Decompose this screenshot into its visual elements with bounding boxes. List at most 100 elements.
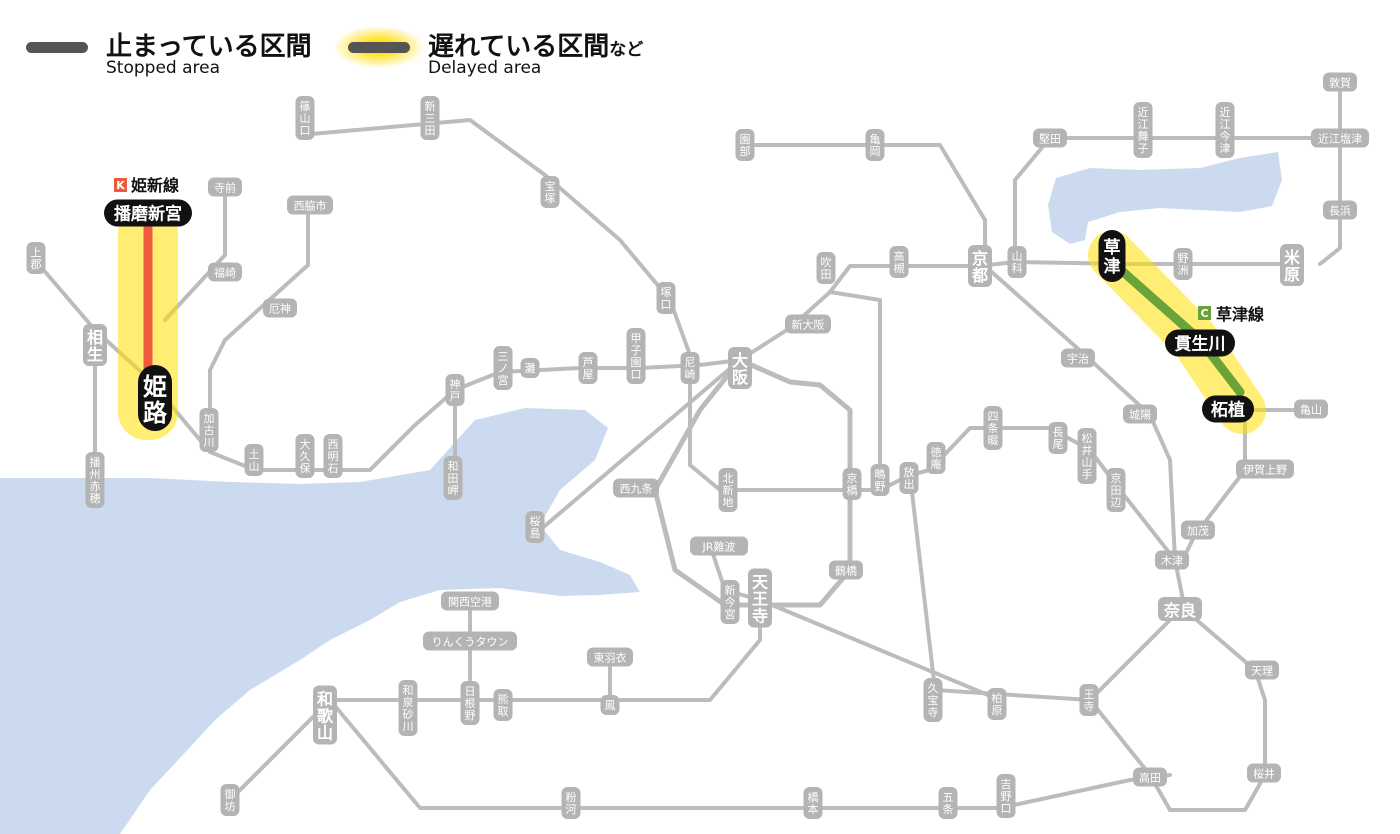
stopped-swatch xyxy=(26,42,88,53)
station-label: 五条 xyxy=(943,791,954,816)
station-label: 西九条 xyxy=(620,482,653,496)
station-label: 長浜 xyxy=(1329,205,1351,218)
station-yamashina: 山科 xyxy=(1007,246,1027,278)
station-tsuruga: 敦賀 xyxy=(1323,72,1357,92)
osaka-loop-line xyxy=(652,357,853,608)
station-hashimoto: 橋本 xyxy=(803,787,823,819)
station-label: 放出 xyxy=(904,465,915,491)
station-takatsuki: 高槻 xyxy=(889,246,909,278)
station-sakurajima: 桜島 xyxy=(525,511,545,543)
station-label: 野洲 xyxy=(1178,252,1189,277)
station-nishiakashi: 西明石 xyxy=(323,434,343,478)
station-label: 新大阪 xyxy=(792,318,825,332)
station-label: 宝塚 xyxy=(545,179,556,205)
station-jyoyo: 城陽 xyxy=(1123,404,1157,424)
station-tsukaguchi: 塚口 xyxy=(656,282,676,314)
station-suita: 吹田 xyxy=(816,252,836,284)
station-matsuiyamate: 松井山手 xyxy=(1077,428,1097,484)
station-label: 三ノ宮 xyxy=(498,350,509,387)
station-tsuruhashi: 鶴橋 xyxy=(829,560,863,580)
station-sasayamaguchi: 篠山口 xyxy=(295,96,315,140)
station-label: 和泉砂川 xyxy=(403,684,414,733)
station-label: 尼崎 xyxy=(685,356,696,381)
station-label: 芦屋 xyxy=(583,356,594,381)
station-himeji-highlight: 姫路 xyxy=(138,365,172,431)
station-shinsanda: 新三田 xyxy=(420,96,440,140)
station-ashiya: 芦屋 xyxy=(578,352,598,384)
station-shigino: 鴫野 xyxy=(870,464,890,496)
station-shijonawate: 四条畷 xyxy=(983,406,1003,450)
kusatsu-line-name: 草津線 xyxy=(1216,305,1264,324)
delayed-swatch xyxy=(348,42,410,53)
station-label: 吹田 xyxy=(821,256,832,281)
station-takada: 高田 xyxy=(1133,767,1167,787)
station-label: 相生 xyxy=(87,328,103,364)
station-kibukawa-highlight: 貫生川 xyxy=(1165,329,1235,357)
station-label: 亀山 xyxy=(1300,403,1322,417)
station-sakurai: 桜井 xyxy=(1247,763,1281,783)
station-tsuchiyama: 土山 xyxy=(244,444,264,476)
station-omimaiko: 近江舞子 xyxy=(1133,102,1153,158)
station-nara: 奈良 xyxy=(1158,597,1202,621)
station-label: りんくうタウン xyxy=(432,636,509,649)
station-label: 王寺 xyxy=(1084,688,1095,713)
station-label: JR難波 xyxy=(702,541,736,554)
station-label: 伊賀上野 xyxy=(1243,464,1287,477)
station-fukusaki: 福崎 xyxy=(208,262,242,282)
station-okubo: 大久保 xyxy=(295,434,315,478)
legend-delayed-en: Delayed area xyxy=(428,58,542,78)
station-label: 厄神 xyxy=(269,302,291,316)
station-label: 篠山口 xyxy=(300,99,311,137)
station-takarazuka: 宝塚 xyxy=(540,176,560,208)
station-igaueno: 伊賀上野 xyxy=(1236,459,1294,479)
station-label: 敦賀 xyxy=(1329,76,1351,90)
station-banshuako: 播州赤穂 xyxy=(85,452,105,508)
station-kyuhoji: 久宝寺 xyxy=(923,678,943,722)
station-label: 上郡 xyxy=(31,246,42,271)
station-kakogawa: 加古川 xyxy=(199,408,219,452)
kusatsu-code-badge xyxy=(1198,306,1211,320)
station-sonobe: 園部 xyxy=(735,129,755,161)
station-izumisano: 和泉砂川 xyxy=(398,680,418,736)
station-kyobashi: 京橋 xyxy=(842,468,862,500)
station-label: 関西空港 xyxy=(448,595,492,609)
station-kamigori: 上郡 xyxy=(26,242,46,274)
station-label: 東羽衣 xyxy=(594,651,627,665)
station-kyotanabe: 京田辺 xyxy=(1106,468,1126,512)
station-label: 高田 xyxy=(1139,771,1161,785)
station-label: 和歌山 xyxy=(317,690,334,743)
station-wadamisaki: 和田岬 xyxy=(443,456,463,500)
station-label: 土山 xyxy=(249,448,260,473)
station-katata: 堅田 xyxy=(1033,128,1067,148)
station-label: 木津 xyxy=(1161,555,1183,568)
station-label: 桜島 xyxy=(530,514,541,540)
station-label: 高槻 xyxy=(894,249,905,275)
station-label: 神戸 xyxy=(450,377,461,403)
station-osaka: 大阪 xyxy=(728,347,752,389)
station-hineno: 日根野 xyxy=(460,681,480,725)
station-maibara: 米原 xyxy=(1280,244,1304,286)
station-koshienguchi: 甲子園口 xyxy=(626,328,646,384)
station-gojo: 五条 xyxy=(938,787,958,819)
station-label: 新三田 xyxy=(425,99,436,137)
station-kusatsu-highlight: 草津 xyxy=(1098,230,1126,282)
station-shinosaka: 新大阪 xyxy=(785,314,831,334)
station-label: 塚口 xyxy=(661,286,672,311)
kishin-line-name: 姫新線 xyxy=(131,176,179,195)
station-jrnamba: JR難波 xyxy=(690,536,748,556)
station-tenri: 天理 xyxy=(1245,660,1279,680)
kishin-code: K xyxy=(116,179,125,192)
station-label: 橋本 xyxy=(808,790,819,816)
station-sannomiya: 三ノ宮 xyxy=(493,346,513,390)
station-omiimazu: 近江今津 xyxy=(1215,102,1235,158)
station-label: 堅田 xyxy=(1039,133,1061,146)
station-kamo: 加茂 xyxy=(1181,520,1215,540)
station-kameyama: 亀山 xyxy=(1294,399,1328,419)
station-higashihagoromo: 東羽衣 xyxy=(587,647,633,667)
station-kashiwara: 柏原 xyxy=(987,688,1007,720)
station-label: 近江今津 xyxy=(1220,106,1231,155)
station-label: 新今宮 xyxy=(725,583,736,621)
station-otori: 鳳 xyxy=(600,695,620,715)
station-label: 吉野口 xyxy=(1001,778,1012,815)
